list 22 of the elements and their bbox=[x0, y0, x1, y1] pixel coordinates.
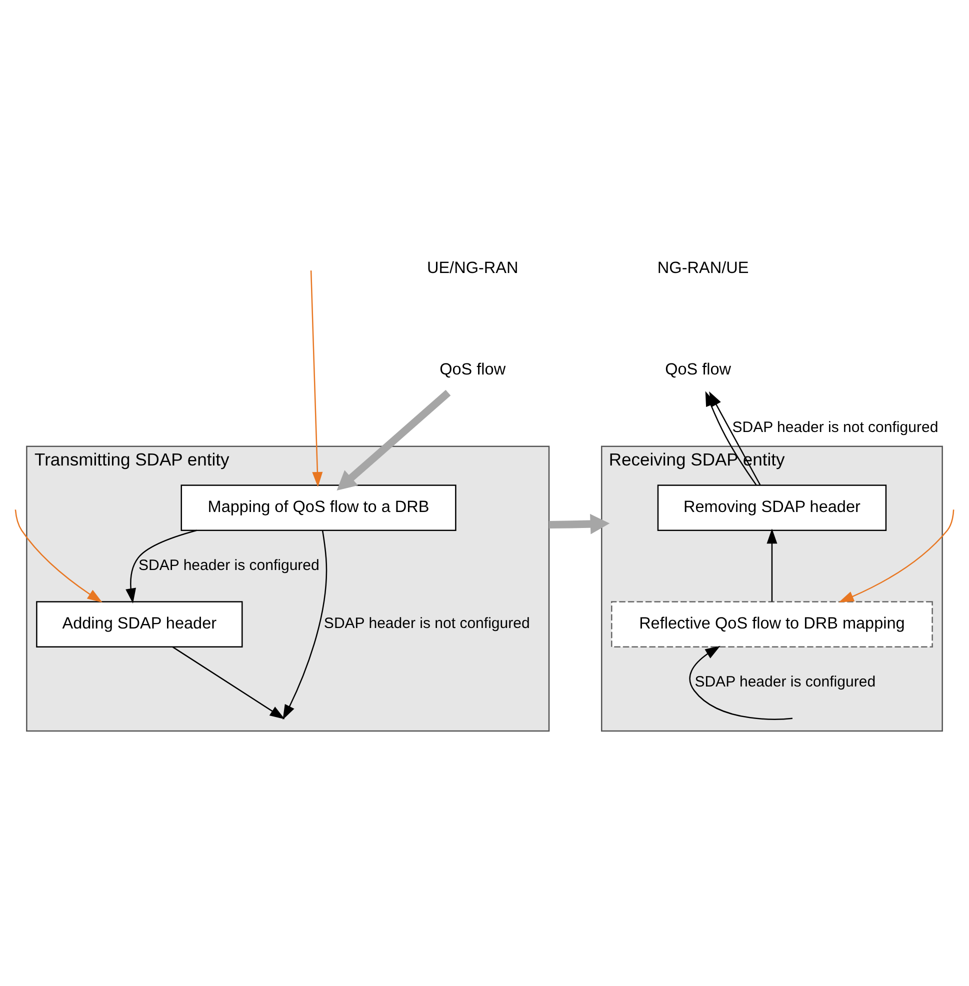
edge-label: SDAP header is configured bbox=[138, 556, 320, 574]
node-box: Mapping of QoS flow to a DRB bbox=[180, 484, 456, 530]
arrow bbox=[549, 513, 610, 534]
node-text: QoS flow bbox=[665, 360, 732, 378]
arrow bbox=[126, 529, 197, 603]
node-text: QoS flow bbox=[440, 360, 506, 378]
edge-label: SDAP header is configured bbox=[694, 672, 876, 690]
edge-label: SDAP header is not configured bbox=[732, 418, 938, 436]
arrow bbox=[310, 270, 323, 487]
edge-label: SDAP header is not configured bbox=[324, 614, 530, 632]
arrow bbox=[766, 528, 778, 602]
arrow bbox=[838, 509, 954, 602]
arrow bbox=[282, 530, 328, 720]
arrow bbox=[14, 509, 102, 602]
label: NG-RAN/UE bbox=[657, 258, 749, 276]
arrow bbox=[689, 645, 793, 720]
node-box: Removing SDAP header bbox=[657, 484, 887, 530]
node-box: Reflective QoS flow to DRB mapping bbox=[611, 600, 933, 647]
node-box: Adding SDAP header bbox=[36, 600, 243, 647]
label: UE/NG-RAN bbox=[426, 258, 518, 276]
arrow bbox=[336, 389, 451, 490]
arrow bbox=[172, 646, 285, 719]
